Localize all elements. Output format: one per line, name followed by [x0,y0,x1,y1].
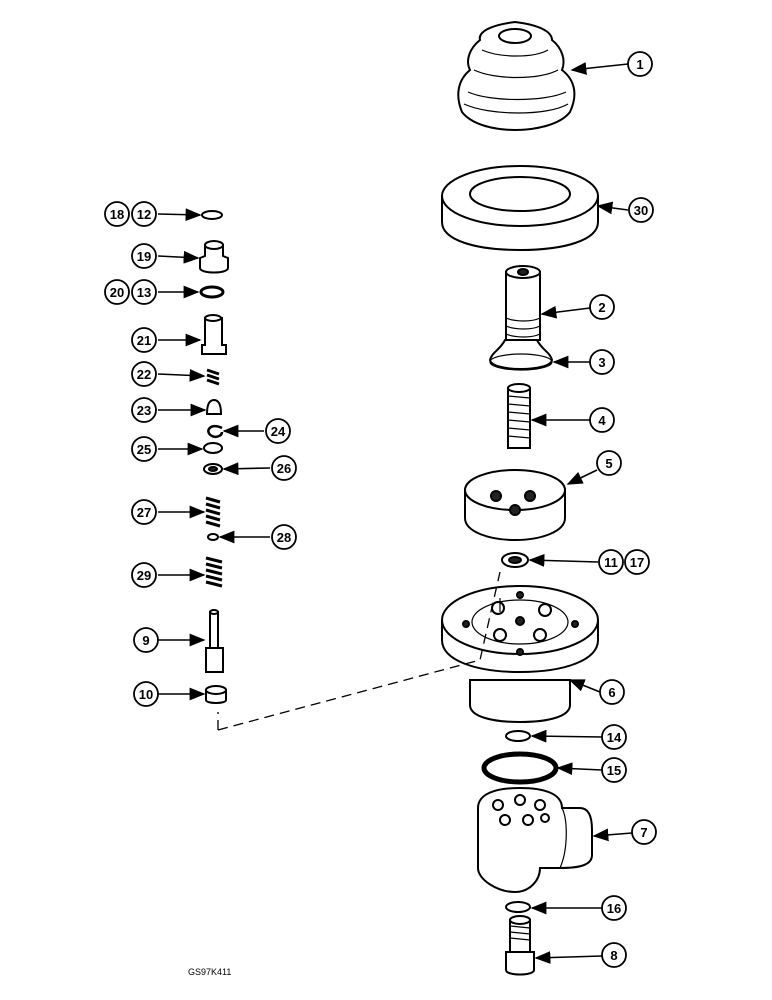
svg-text:27: 27 [137,505,151,520]
part-oring-14 [505,730,531,742]
svg-text:16: 16 [607,901,621,916]
part-valve-body [477,786,593,894]
callout-5: 5 [596,450,622,476]
part-seal [501,552,529,568]
svg-text:4: 4 [598,413,606,428]
callout-19: 19 [131,243,157,269]
svg-text:11: 11 [604,555,618,570]
callout-17: 17 [624,549,650,575]
drawing-code: GS97K411 [188,967,231,977]
part-plug-19 [199,240,229,274]
part-oring-16 [505,901,531,913]
svg-text:8: 8 [610,948,617,963]
callout-22: 22 [131,361,157,387]
callout-16: 16 [601,895,627,921]
part-ring [441,165,599,252]
callout-6: 6 [599,679,625,705]
part-spring-29 [205,556,223,588]
svg-text:1: 1 [636,57,643,72]
callout-3: 3 [589,349,615,375]
callout-25: 25 [131,436,157,462]
svg-text:5: 5 [605,456,612,471]
assembly-line [217,571,501,731]
svg-text:25: 25 [137,442,151,457]
svg-text:19: 19 [137,249,151,264]
part-oring-28 [207,533,219,541]
part-oring-15 [481,751,559,785]
part-plunger-9 [205,609,224,673]
callout-13: 13 [131,279,157,305]
callout-24: 24 [265,418,291,444]
callout-10: 10 [133,681,159,707]
svg-text:22: 22 [137,367,151,382]
callout-11: 11 [598,549,624,575]
part-spring-27 [205,496,221,528]
part-oring-12 [201,210,223,220]
part-spring-22 [206,368,220,386]
svg-text:9: 9 [142,633,149,648]
part-washer-26 [203,463,223,475]
svg-text:10: 10 [139,687,153,702]
part-washer-25 [203,442,223,454]
callout-14: 14 [601,724,627,750]
callout-2: 2 [589,294,615,320]
callout-20: 20 [104,279,130,305]
callout-26: 26 [271,455,297,481]
part-clip-24 [207,424,224,439]
part-oring-13 [199,285,225,299]
part-disc [464,469,566,542]
callout-30: 30 [628,197,654,223]
svg-text:23: 23 [137,403,151,418]
part-plate [488,339,554,371]
svg-text:13: 13 [137,285,151,300]
part-stud [507,383,531,449]
callout-15: 15 [601,757,627,783]
part-cone-23 [205,398,223,415]
part-fitting [505,915,535,976]
callout-18: 18 [104,201,130,227]
svg-text:30: 30 [634,203,648,218]
svg-text:15: 15 [607,763,621,778]
callout-21: 21 [131,327,157,353]
svg-text:17: 17 [630,555,644,570]
callout-23: 23 [131,397,157,423]
callout-7: 7 [631,819,657,845]
svg-text:12: 12 [137,207,151,222]
svg-text:29: 29 [137,568,151,583]
svg-text:2: 2 [598,300,605,315]
part-cap-10 [205,685,227,704]
part-boot [457,20,576,132]
svg-text:21: 21 [137,333,151,348]
callout-29: 29 [131,562,157,588]
svg-text:6: 6 [608,685,615,700]
svg-text:20: 20 [110,285,124,300]
callout-1: 1 [627,51,653,77]
svg-text:3: 3 [598,355,605,370]
part-sleeve-21 [201,314,227,355]
callout-8: 8 [601,942,627,968]
svg-text:18: 18 [110,207,124,222]
callout-27: 27 [131,499,157,525]
svg-text:26: 26 [277,461,291,476]
svg-text:7: 7 [640,825,647,840]
svg-text:24: 24 [271,424,286,439]
leader-lines [157,62,633,964]
callout-12: 12 [131,201,157,227]
callout-28: 28 [271,524,297,550]
part-stem [505,265,541,341]
svg-text:14: 14 [607,730,622,745]
part-housing [441,585,599,724]
svg-text:28: 28 [277,530,291,545]
callout-4: 4 [589,407,615,433]
callout-9: 9 [133,627,159,653]
